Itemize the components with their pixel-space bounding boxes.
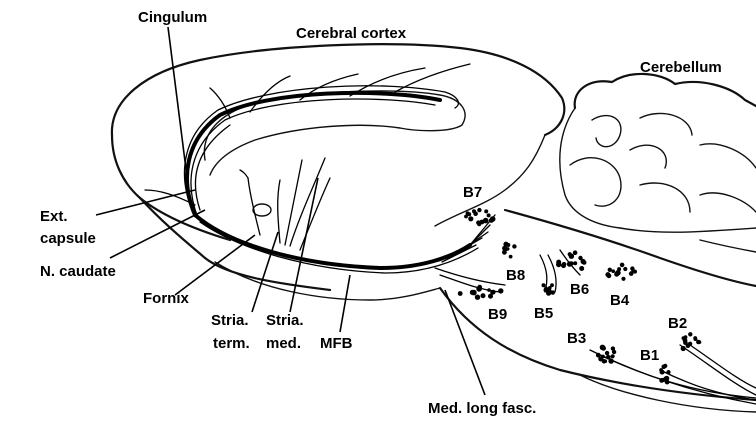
label-ext-capsule-line1: Ext. (40, 208, 68, 225)
cell-dot (600, 345, 606, 351)
cell-dot (458, 291, 463, 296)
cell-dot (681, 346, 686, 351)
cell-dot (630, 266, 634, 270)
b1-cells (659, 364, 670, 385)
cell-dot (573, 250, 578, 255)
cell-dot (573, 261, 577, 265)
label-b7: B7 (463, 184, 482, 201)
cell-dot (550, 283, 554, 287)
cell-dot (659, 368, 663, 372)
cell-dot (490, 219, 494, 223)
cell-dot (666, 370, 670, 374)
cell-dot (475, 295, 480, 300)
label-b5: B5 (534, 305, 553, 322)
label-cerebellum: Cerebellum (640, 59, 722, 76)
cell-dot (544, 287, 548, 291)
cell-dot (542, 283, 546, 287)
label-stria-med-line2: med. (266, 335, 301, 352)
cell-dot (698, 340, 702, 344)
corpus-callosum (204, 91, 465, 216)
cell-dot (468, 216, 473, 221)
cell-dot (488, 294, 493, 299)
cell-dot (688, 332, 692, 336)
label-ext-capsule-line2: capsule (40, 230, 96, 247)
cell-dot (686, 343, 691, 348)
b3-cells (596, 345, 616, 364)
label-med-long-fasc: Med. long fasc. (428, 400, 536, 417)
cell-dot (596, 353, 601, 358)
cell-dot (481, 293, 486, 298)
cell-dot (623, 267, 627, 271)
cell-dot (621, 277, 625, 281)
label-stria-term-line1: Stria. (211, 312, 249, 329)
b6-cells (556, 250, 587, 271)
cell-dot (561, 263, 566, 268)
b8-cells (502, 242, 517, 259)
cell-dot (659, 378, 664, 383)
cell-dot (556, 262, 561, 267)
label-mfb: MFB (320, 335, 353, 352)
cell-dot (472, 209, 476, 213)
cell-dot (604, 359, 608, 363)
cell-dot (579, 266, 584, 271)
labels: Cingulum Cerebral cortex Cerebellum Ext.… (40, 9, 722, 417)
cell-dot (512, 244, 516, 248)
label-b9: B9 (488, 306, 507, 323)
cell-dot (664, 376, 669, 381)
cell-dot (684, 335, 688, 339)
label-stria-med-line1: Stria. (266, 312, 304, 329)
cell-dot (611, 269, 615, 273)
b5-cells (542, 283, 556, 296)
cerebellum (560, 74, 756, 252)
label-b4: B4 (610, 292, 630, 309)
cell-dot (498, 288, 503, 293)
cell-dot (568, 252, 572, 256)
cell-dot (612, 350, 616, 354)
cell-dot (617, 267, 621, 271)
cell-dot (614, 272, 619, 277)
cell-dot (662, 364, 667, 369)
cell-dot (491, 290, 496, 295)
cell-dot (620, 263, 625, 268)
cell-dot (551, 290, 555, 294)
label-b3: B3 (567, 330, 586, 347)
cell-dot (611, 354, 615, 358)
fiber-tracts (145, 64, 756, 404)
cell-dot (487, 288, 491, 292)
label-b2: B2 (668, 315, 687, 332)
b2-cells (681, 332, 702, 351)
label-b8: B8 (506, 267, 525, 284)
cell-dot (477, 208, 481, 212)
cell-dot (581, 259, 586, 264)
cell-dot (607, 273, 612, 278)
label-b1: B1 (640, 347, 659, 364)
b7-cells (464, 208, 495, 226)
cell-dot (569, 261, 574, 266)
cell-dot (480, 220, 485, 225)
cell-dot (484, 209, 488, 213)
cell-dot (506, 243, 510, 247)
label-stria-term-line2: term. (213, 335, 250, 352)
cell-dot (487, 213, 491, 217)
b4-cells (605, 263, 637, 281)
cell-dot (608, 268, 612, 272)
cell-dot (467, 212, 471, 216)
label-n-caudate: N. caudate (40, 263, 116, 280)
cell-dot (503, 248, 507, 252)
label-fornix: Fornix (143, 290, 189, 307)
cell-dot (476, 286, 482, 292)
b9-cells (458, 285, 504, 300)
label-cerebral-cortex: Cerebral cortex (296, 25, 407, 42)
cell-dot (470, 290, 475, 295)
cell-dot (605, 351, 609, 355)
cell-dot (509, 255, 513, 259)
cell-dot (607, 356, 611, 360)
label-b6: B6 (570, 281, 589, 298)
label-cingulum: Cingulum (138, 9, 207, 26)
